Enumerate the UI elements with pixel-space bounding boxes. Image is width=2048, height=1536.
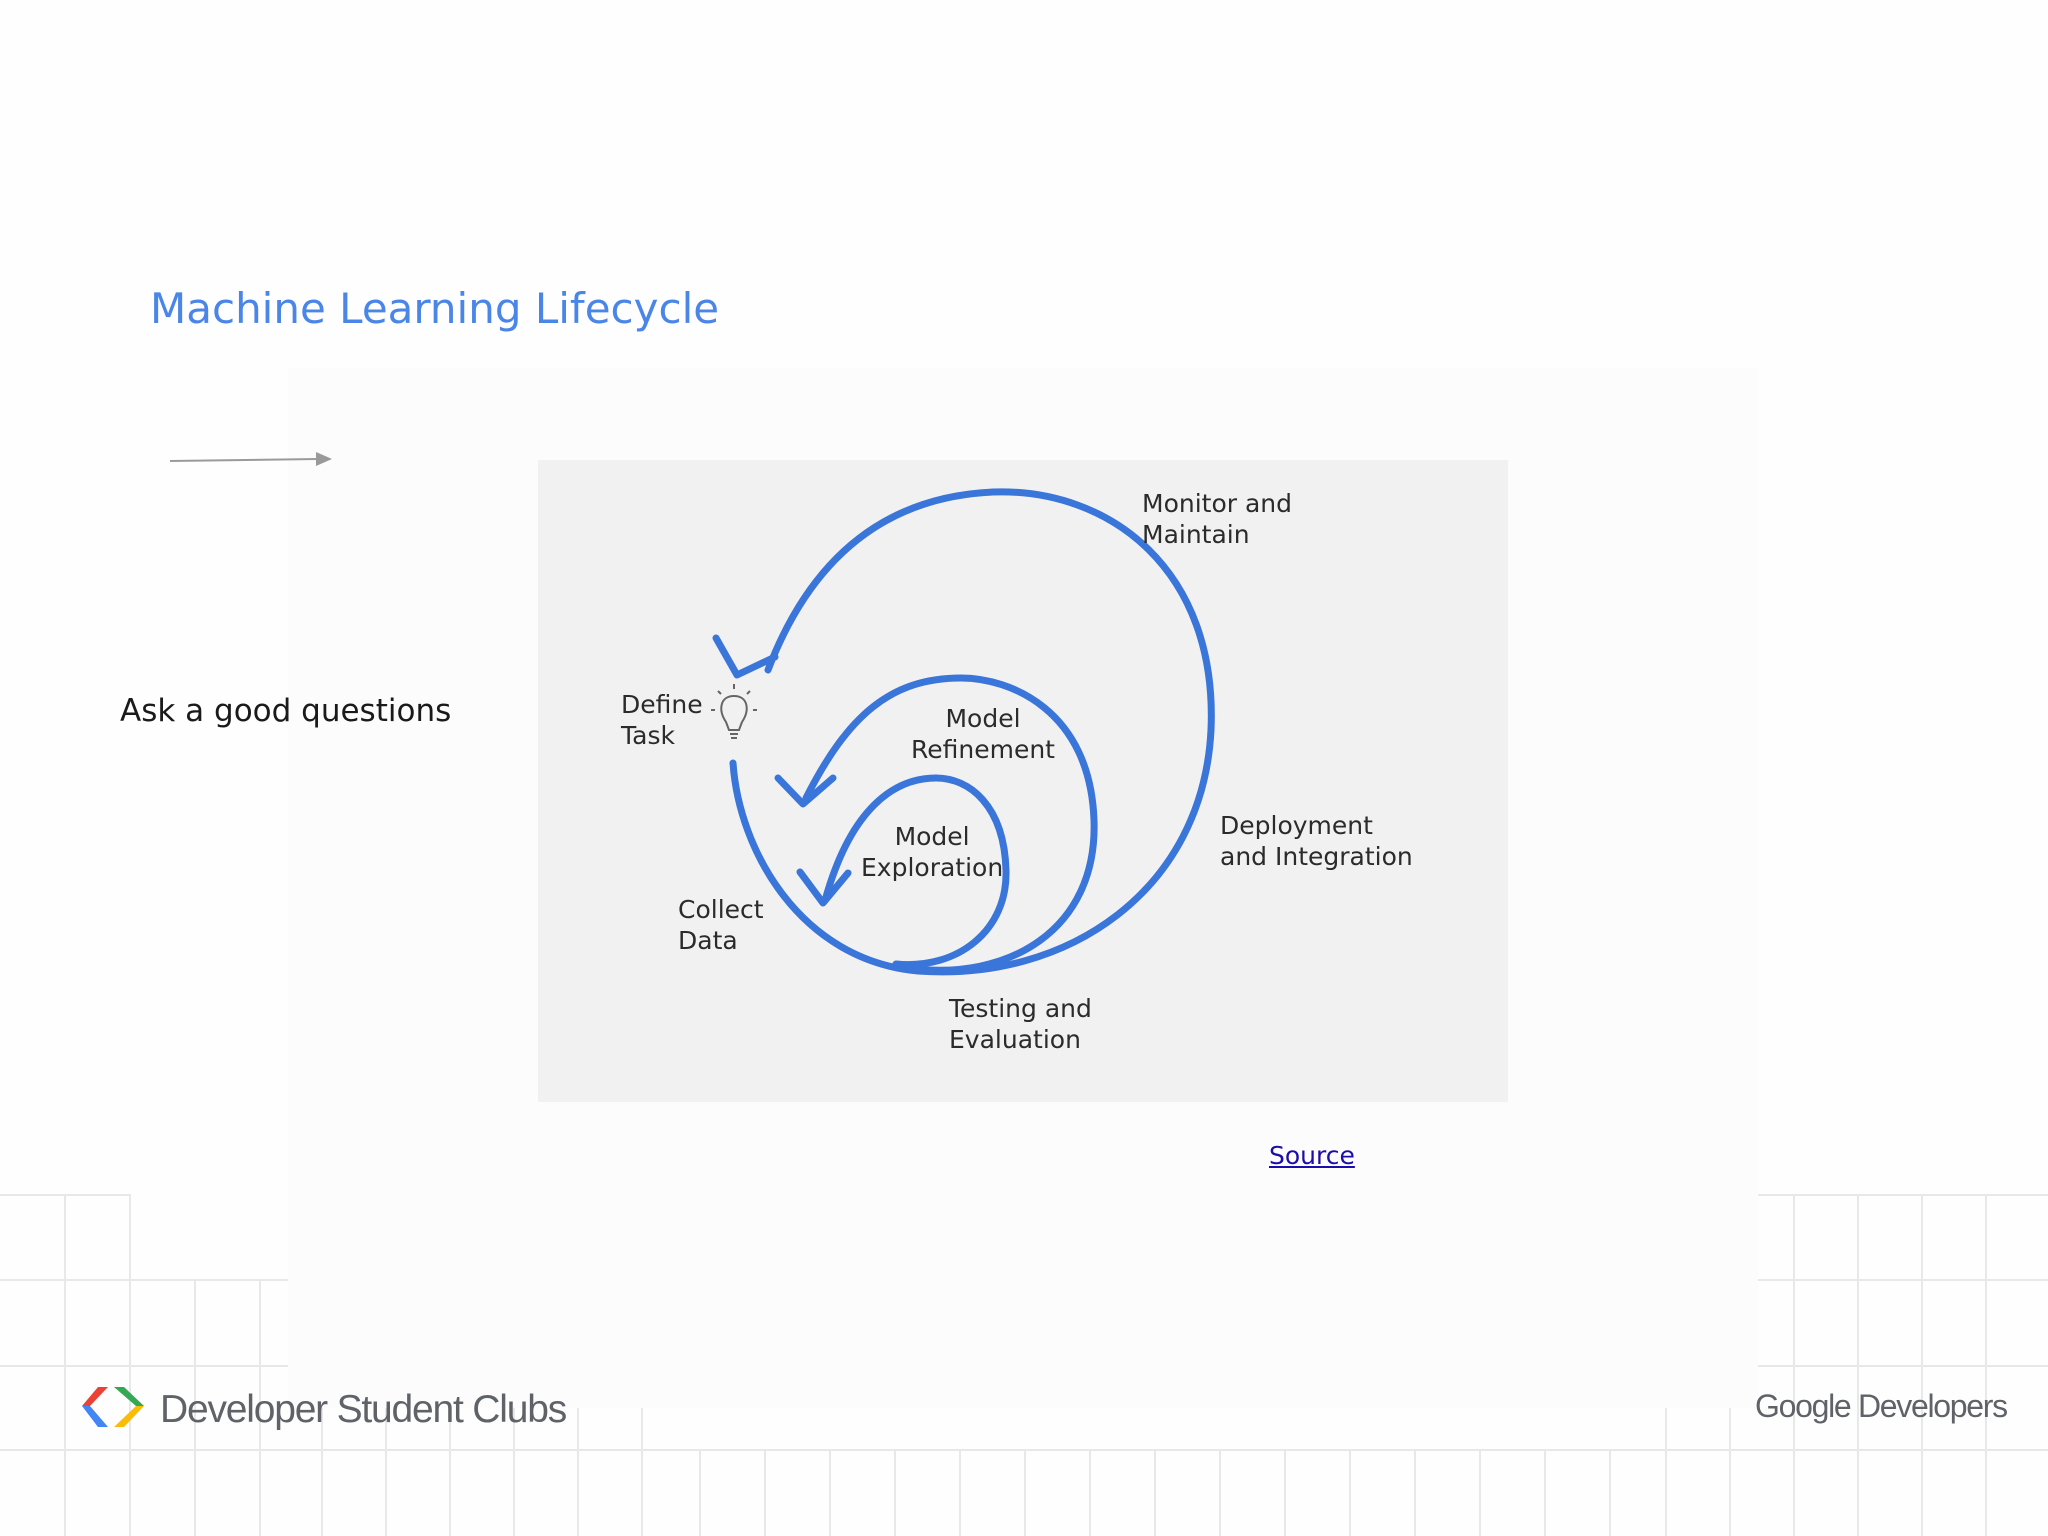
stage-monitor-maintain: Monitor and Maintain	[1142, 489, 1293, 549]
stage-deployment-integration: Deployment and Integration	[1220, 811, 1413, 871]
middle-loop-arrowhead	[774, 774, 837, 808]
stage-model-refinement: Model Refinement	[911, 704, 1055, 764]
lifecycle-arcs	[711, 488, 1215, 976]
question-text: Ask a good questions	[120, 693, 452, 729]
outer-loop-arc	[729, 488, 1215, 976]
dsc-logo-icon	[82, 1387, 144, 1427]
middle-loop-arc	[802, 674, 1098, 974]
inner-loop-arrowhead	[796, 868, 852, 907]
slide-title: Machine Learning Lifecycle	[150, 284, 720, 333]
stage-collect-data: Collect Data	[678, 895, 764, 955]
stage-model-exploration: Model Exploration	[861, 822, 1004, 882]
right-arrow-icon	[169, 452, 332, 466]
footer-brand-google-developers: Google Developers	[1755, 1388, 2008, 1424]
footer-brand-dsc: Developer Student Clubs	[160, 1388, 567, 1431]
lightbulb-icon	[711, 684, 757, 739]
inner-loop-arc	[822, 774, 1010, 969]
stage-testing-evaluation: Testing and Evaluation	[949, 994, 1092, 1054]
outer-loop-arrowhead	[712, 634, 779, 679]
stage-define-task: Define Task	[621, 690, 703, 750]
lifecycle-diagram: Monitor and Maintain Define Task Model R…	[538, 460, 1508, 1102]
source-link[interactable]: Source	[1269, 1141, 1355, 1170]
